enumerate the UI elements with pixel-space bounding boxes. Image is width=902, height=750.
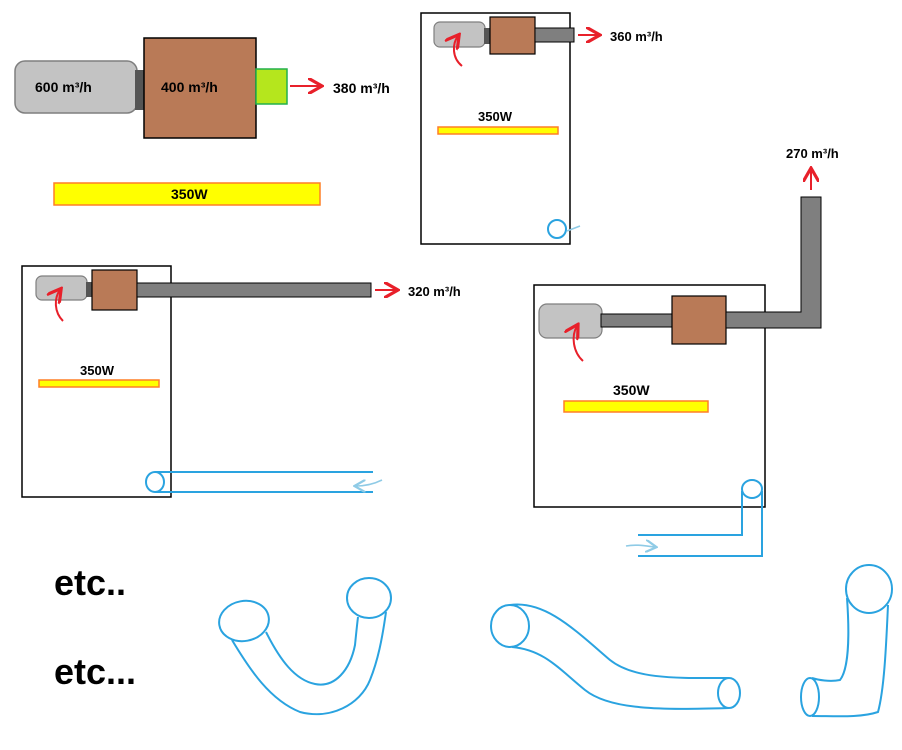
- fan-filter-coupling: [135, 70, 145, 110]
- enclosure: [533, 284, 766, 508]
- fan-intake-arrow: [56, 290, 64, 322]
- output-airflow-label: 360 m³/h: [610, 29, 663, 44]
- fan-filter-coupling: [86, 282, 92, 297]
- duct-end: [800, 677, 820, 717]
- etc-line-2: etc...: [54, 651, 136, 692]
- heater-bar: [563, 400, 709, 413]
- filter-box: [489, 16, 536, 55]
- etc-line-1: etc..: [54, 562, 126, 603]
- duct-end: [490, 604, 530, 648]
- heater-bar: [437, 126, 559, 135]
- duct-sketch-elbow: [800, 564, 893, 718]
- heater-wattage-label: 350W: [80, 363, 115, 378]
- diagram-bare-components: 600 m³/h 400 m³/h 380 m³/h 350W: [14, 37, 390, 206]
- diagram-enclosure-riser-duct: 270 m³/h 350W: [533, 146, 839, 557]
- fan-airflow-label: 600 m³/h: [35, 79, 92, 95]
- duct-body: [811, 597, 850, 682]
- fan-filter-duct: [600, 313, 674, 328]
- duct-body: [511, 646, 730, 710]
- diagram-enclosure-short-duct: 360 m³/h 350W: [420, 12, 663, 245]
- enclosure: [420, 12, 571, 245]
- duct-sketch-s-shape: [490, 603, 741, 710]
- heater-wattage-label: 350W: [613, 382, 650, 398]
- duct-body: [509, 603, 730, 680]
- filter-airflow-label: 400 m³/h: [161, 79, 218, 95]
- duct-end: [717, 677, 741, 709]
- heater-wattage-label: 350W: [478, 109, 513, 124]
- intake-arrow: [566, 225, 581, 232]
- intake-port: [741, 479, 763, 499]
- diagram-enclosure-long-duct: 320 m³/h 350W: [21, 265, 461, 498]
- carbon-outlet: [255, 68, 288, 105]
- filter-box: [143, 37, 257, 139]
- duct-body: [231, 611, 387, 716]
- duct-end: [845, 564, 893, 614]
- intake-duct: [638, 491, 763, 557]
- heater-wattage-label: 350W: [171, 186, 208, 202]
- intake-arrow: [625, 545, 655, 547]
- intake-arrow: [356, 479, 383, 486]
- filter-box: [671, 295, 727, 345]
- duct-end: [218, 599, 270, 643]
- duct-end: [346, 577, 392, 619]
- fan-filter-coupling: [484, 28, 490, 44]
- duct-body: [811, 604, 889, 718]
- intake-port: [145, 471, 165, 493]
- exhaust-duct: [534, 27, 575, 43]
- exhaust-duct: [136, 282, 372, 298]
- heater-bar: [38, 379, 160, 388]
- fan-unit: [433, 21, 486, 48]
- duct-body: [265, 616, 359, 686]
- fan-unit: [35, 275, 88, 301]
- filter-box: [91, 269, 138, 311]
- duct-sketch-u-shape: [218, 577, 392, 716]
- exhaust-duct: [725, 196, 822, 329]
- output-airflow-label: 320 m³/h: [408, 284, 461, 299]
- heater-bar: [53, 182, 321, 206]
- fan-intake-arrow: [574, 326, 584, 362]
- output-airflow-label: 270 m³/h: [786, 146, 839, 161]
- fan-intake-arrow: [454, 36, 463, 67]
- fan-unit: [538, 303, 603, 339]
- intake-duct: [155, 471, 373, 493]
- intake-port: [547, 219, 567, 239]
- enclosure: [21, 265, 172, 498]
- output-airflow-label: 380 m³/h: [333, 80, 390, 96]
